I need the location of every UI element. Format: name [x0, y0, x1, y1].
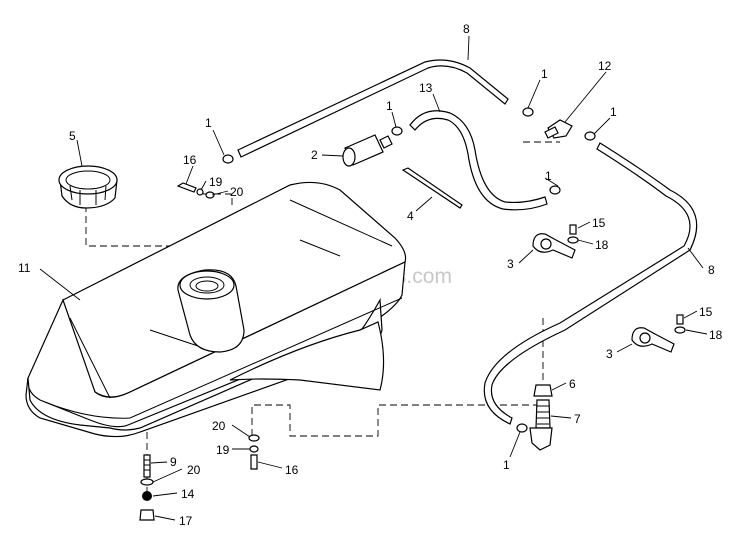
callout-13: 13 [419, 81, 433, 95]
callout-3-upper: 3 [507, 257, 514, 271]
hardware-lower [248, 434, 260, 470]
callout-20-lower: 20 [212, 419, 226, 433]
callout-2: 2 [311, 148, 318, 162]
callout-17: 17 [179, 514, 193, 528]
callout-1-right: 1 [610, 105, 617, 119]
callout-9: 9 [170, 455, 177, 469]
callout-12: 12 [598, 59, 612, 73]
fuel-tank [25, 181, 407, 438]
hardware-upper [176, 182, 215, 199]
callout-11: 11 [18, 261, 31, 275]
callout-18-upper: 18 [595, 238, 609, 252]
hose-clamps [222, 107, 596, 433]
hardware-stud [139, 454, 155, 521]
clip-lower [631, 314, 686, 353]
callout-18-lower: 18 [709, 328, 723, 342]
fuel-filter [342, 134, 393, 167]
callout-1-filter: 1 [386, 99, 393, 113]
callout-6: 6 [569, 377, 576, 391]
callout-1-mid: 1 [545, 169, 552, 183]
fuel-tee [544, 119, 573, 139]
fuel-line-right [483, 142, 698, 425]
cable-tie [401, 167, 463, 209]
callout-numbers: 8 1 12 1 13 1 1 5 2 1 16 19 20 4 15 18 1… [18, 22, 723, 528]
callout-1-upper-right: 1 [541, 67, 548, 81]
callout-5: 5 [69, 129, 76, 143]
clip-upper [532, 224, 579, 259]
callout-14: 14 [181, 487, 195, 501]
callout-8-upper: 8 [463, 22, 470, 36]
callout-8-right: 8 [708, 263, 715, 277]
callout-4: 4 [407, 209, 414, 223]
shutoff-valve [529, 384, 553, 451]
callout-1-bottom: 1 [503, 458, 510, 472]
callout-19-lower: 19 [216, 443, 230, 457]
callout-3-lower: 3 [606, 347, 613, 361]
callout-20-stud: 20 [187, 463, 201, 477]
fuel-line-13 [409, 110, 548, 211]
callout-15-lower: 15 [699, 305, 713, 319]
callout-16-lower: 16 [285, 463, 299, 477]
callout-1-left: 1 [205, 116, 212, 130]
callout-20-upper: 20 [230, 185, 244, 199]
callout-16-upper: 16 [183, 153, 197, 167]
leader-lines [39, 35, 708, 521]
callout-7: 7 [574, 412, 581, 426]
callout-15-upper: 15 [592, 216, 606, 230]
fuel-cap [58, 165, 118, 209]
fuel-line-upper [237, 59, 509, 158]
callout-19-upper: 19 [209, 175, 223, 189]
